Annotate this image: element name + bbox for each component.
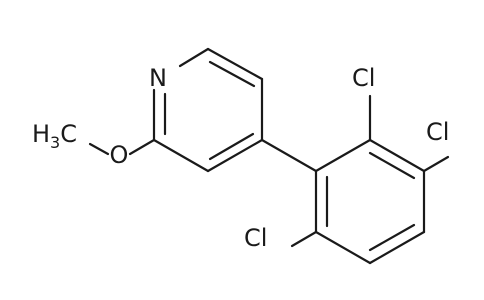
- bond-c6-c5: [206, 47, 264, 81]
- bond-n-c6: [178, 47, 210, 68]
- chlorine-bonds: [290, 94, 450, 248]
- bond-p5-p6: [314, 230, 372, 265]
- bond-c3-c2: [152, 138, 210, 173]
- phenyl-ring: [314, 138, 426, 265]
- bond-p2-p3: [368, 138, 426, 173]
- methyl-label: H3C: [32, 120, 77, 152]
- bond-cl-meta: [422, 155, 450, 173]
- methoxy-group: [88, 138, 156, 156]
- bond-o-ch3: [88, 142, 110, 156]
- methyl-h-label: H: [32, 120, 50, 148]
- cl-ortho-bottom-label: Cl: [244, 224, 267, 252]
- methyl-sub-label: 3: [50, 133, 60, 152]
- methyl-c-label: C: [60, 120, 77, 148]
- cl-ortho-top-label: Cl: [352, 64, 375, 92]
- bond-p4-p5-inner: [368, 223, 416, 252]
- cl-meta-label: Cl: [426, 118, 449, 146]
- bond-biaryl: [260, 138, 318, 173]
- oxygen-atom-label: O: [110, 141, 129, 169]
- bond-p4-p5: [368, 230, 426, 265]
- bond-p1-p2: [314, 138, 372, 173]
- bond-c4-c3-inner: [208, 132, 255, 161]
- bond-p2-p3-inner: [368, 151, 416, 180]
- bond-cl-ortho-bottom: [290, 230, 318, 248]
- nitrogen-atom-label: N: [149, 64, 167, 92]
- bond-c6-c5-inner: [208, 60, 256, 88]
- bond-c4-c3: [206, 138, 264, 173]
- pyridine-ring: [152, 47, 264, 173]
- bond-c2-o: [128, 138, 156, 156]
